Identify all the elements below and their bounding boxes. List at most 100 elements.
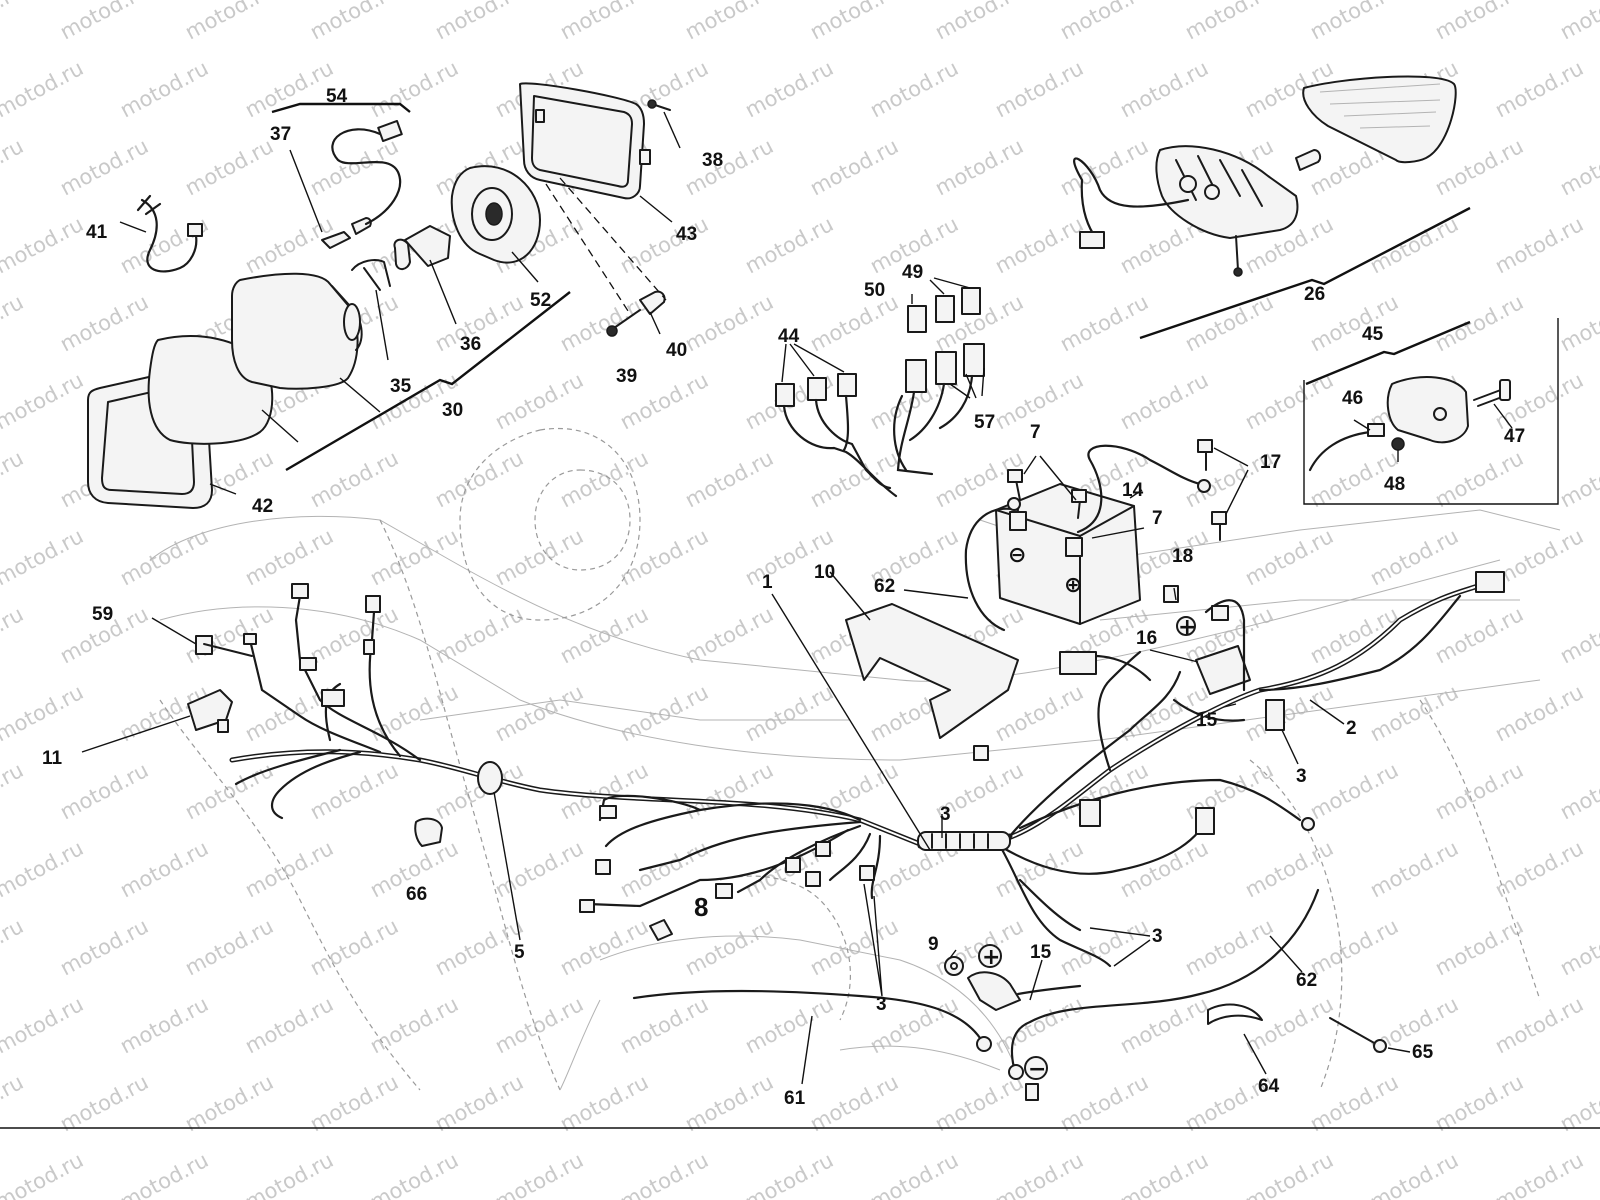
watermark-text-201: motod.ru [556,1070,652,1136]
watermark-text-188: motod.ru [741,992,837,1058]
callout-54: 54 [326,86,348,107]
relay-49b [961,287,981,315]
front-connector-a [291,583,309,599]
motorcycle-frame-ghost [149,428,1561,1091]
watermark-text-99: motod.ru [116,524,212,590]
watermark-text-164: motod.ru [1241,836,1337,902]
watermark-text-132: motod.ru [741,680,837,746]
watermark-text-179: motod.ru [1306,914,1402,980]
brace-30 [285,291,571,472]
callout-14: 14 [1122,480,1144,501]
watermark-text-154: motod.ru [0,836,87,902]
watermark-text-16: motod.ru [241,56,337,122]
callout-59: 59 [92,604,113,625]
callout-44: 44 [778,326,800,347]
watermark-text-116: motod.ru [431,602,527,668]
callout-38: 38 [702,150,723,171]
main-harness [229,571,1505,968]
watermark-text-220: motod.ru [1241,1148,1337,1200]
nut-48 [1391,437,1405,451]
watermark-text-69: motod.ru [1556,290,1600,356]
watermark-text-155: motod.ru [116,836,212,902]
watermark-text-146: motod.ru [681,758,777,824]
parking-bulb [321,231,351,249]
watermark-text-183: motod.ru [116,992,212,1058]
watermark-text-213: motod.ru [366,1148,462,1200]
watermark-text-53: motod.ru [1366,212,1462,278]
callout-3-right: 3 [1152,926,1163,947]
watermark-text-100: motod.ru [241,524,337,590]
watermark-text-186: motod.ru [491,992,587,1058]
sensor-block [1386,376,1469,444]
watermark-text-117: motod.ru [556,602,652,668]
watermark-text-210: motod.ru [0,1148,87,1200]
watermark-text-96: motod.ru [1431,446,1527,512]
battery-group: ⊖ ⊕ [829,439,1249,739]
rear-connector-a [1059,651,1097,675]
watermark-text-88: motod.ru [431,446,527,512]
callout-15-upper: 15 [1196,710,1218,731]
small-parts [81,617,673,941]
parking-light-harness [331,128,402,226]
callout-65: 65 [1412,1042,1434,1063]
watermark-text-28: motod.ru [0,134,27,200]
watermark-text-103: motod.ru [616,524,712,590]
watermark-text-130: motod.ru [491,680,587,746]
watermark-text-35: motod.ru [806,134,902,200]
watermark-text-181: motod.ru [1556,914,1600,980]
callout-39: 39 [616,366,637,387]
watermark-text-170: motod.ru [181,914,277,980]
callout-62-upper: 62 [874,576,895,597]
watermark-text-221: motod.ru [1366,1148,1462,1200]
watermark-text-110: motod.ru [1491,524,1587,590]
watermark-text-175: motod.ru [806,914,902,980]
watermark-text-196: motod.ru [0,1070,27,1136]
watermark-text-47: motod.ru [616,212,712,278]
battery-cable-62 [964,507,1020,632]
watermark-text-118: motod.ru [681,602,777,668]
watermark-text-17: motod.ru [366,56,462,122]
headlight-reflector [231,272,359,390]
watermark-text-22: motod.ru [991,56,1087,122]
callout-10: 10 [814,562,835,583]
watermark-text-180: motod.ru [1431,914,1527,980]
relay-50 [907,305,927,333]
callout-16: 16 [1136,628,1157,649]
watermark-text-108: motod.ru [1241,524,1337,590]
watermark-text-84: motod.ru [0,446,27,512]
watermark-text-42: motod.ru [0,212,87,278]
watermark-text-218: motod.ru [991,1148,1087,1200]
minus-lower-mark: − [1028,1057,1046,1082]
cap-8 [649,919,673,941]
sensor-inset [1303,318,1559,505]
tail-light-wire [1073,157,1190,240]
watermark-text-41: motod.ru [1556,134,1600,200]
tail-light-lens [1302,75,1457,164]
watermark-text-29: motod.ru [56,134,152,200]
watermark-text-68: motod.ru [1431,290,1527,356]
callout-48: 48 [1384,474,1405,495]
relay-49a [935,295,955,323]
battery-plus-mark: ⊕ [1064,573,1082,598]
watermark-text-185: motod.ru [366,992,462,1058]
watermark-text-199: motod.ru [306,1070,402,1136]
callout-61: 61 [784,1088,806,1109]
plus-upper-mark: + [1178,615,1196,640]
watermark-text-109: motod.ru [1366,524,1462,590]
battery-cable-14 [1076,444,1202,534]
watermark-text-63: motod.ru [806,290,902,356]
watermark-text-6: motod.ru [681,0,777,44]
watermark-text-3: motod.ru [306,0,402,44]
watermark-text-56: motod.ru [0,290,27,356]
ground-lead-61 [632,989,982,1040]
watermark-text-151: motod.ru [1306,758,1402,824]
rear-connector-b [1195,807,1215,835]
watermark-text-97: motod.ru [1556,446,1600,512]
watermark-text-10: motod.ru [1181,0,1277,44]
watermark-text-20: motod.ru [741,56,837,122]
brace-45 [1305,320,1471,386]
watermark-text-169: motod.ru [56,914,152,980]
watermark-text-43: motod.ru [116,212,212,278]
watermark-text-9: motod.ru [1056,0,1152,44]
watermark-text-163: motod.ru [1116,836,1212,902]
